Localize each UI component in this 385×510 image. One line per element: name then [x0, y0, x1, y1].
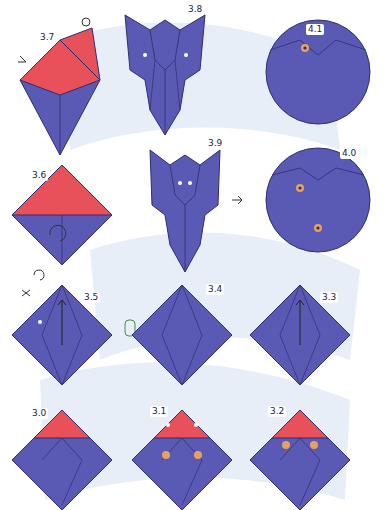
step-number: 3.0: [30, 408, 48, 419]
step-number: 3.9: [206, 138, 224, 149]
step-number: 3.5: [82, 292, 100, 303]
step-number: 3.4: [206, 284, 224, 295]
step-number: 4.1: [306, 24, 324, 35]
step-number: 3.2: [268, 406, 286, 417]
step-number: 3.7: [38, 32, 56, 43]
step-number: 3.1: [150, 406, 168, 417]
step-number: 3.8: [186, 4, 204, 15]
step-number: 3.3: [320, 292, 338, 303]
step-number: 3.6: [30, 170, 48, 181]
step-number: 4.0: [340, 148, 358, 159]
